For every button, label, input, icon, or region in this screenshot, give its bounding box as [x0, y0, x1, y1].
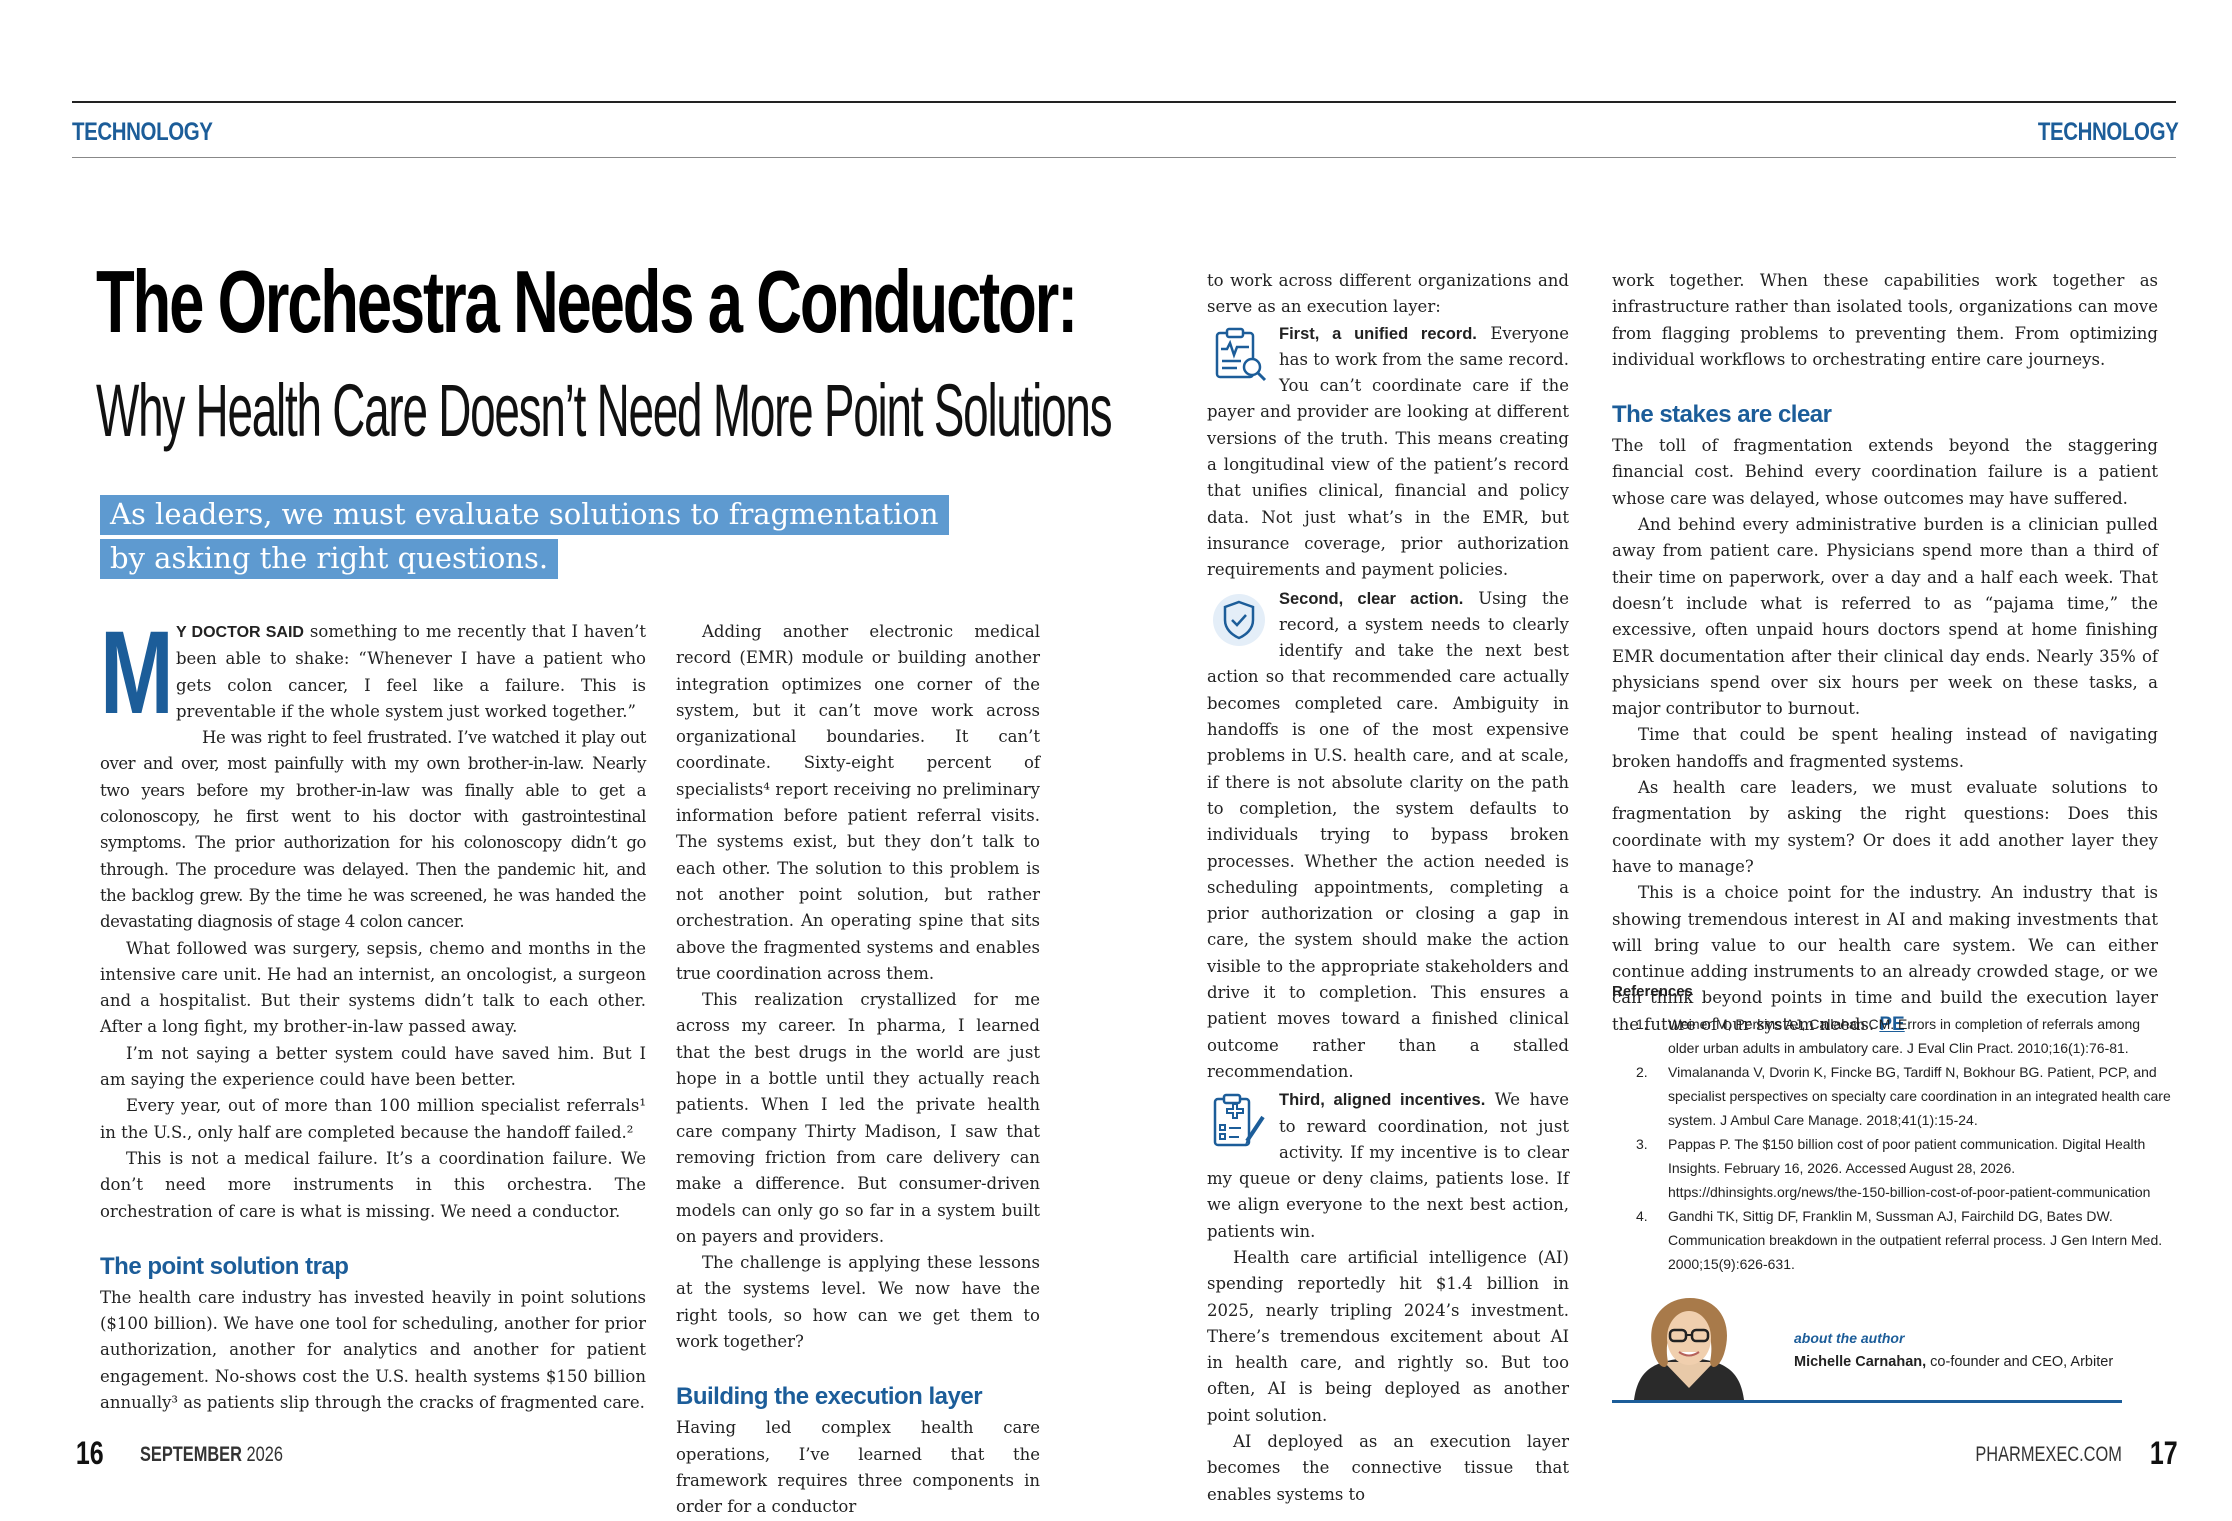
reference-text: Gandhi TK, Sittig DF, Franklin M, Sussma… [1668, 1208, 2163, 1272]
col1-paragraph-5: Every year, out of more than 100 million… [100, 1096, 646, 1142]
col4-paragraph-0: work together. When these capabilities w… [1612, 271, 2158, 369]
col4-paragraph-1: The toll of fragmentation extends beyond… [1612, 436, 2158, 508]
reference-text: Vimalananda V, Dvorin K, Fincke BG, Tard… [1668, 1064, 2171, 1128]
clipboard-search-icon [1207, 323, 1271, 387]
drop-cap: M [100, 607, 174, 739]
col4-paragraph-5: This is a choice point for the industry.… [1612, 880, 2158, 1038]
component-2-text: Using the record, a system needs to clea… [1207, 588, 1569, 1081]
references: References 1. Weiner M, Perkins AJ, Calla… [1612, 980, 2172, 1276]
col4-p5-text: This is a choice point for the industry.… [1612, 883, 2158, 1034]
column-1: M Y DOCTOR SAID something to me recently… [100, 607, 646, 1416]
col1-paragraph-7: The health care industry has invested he… [100, 1287, 646, 1413]
col3-paragraph-1: Health care artificial intelligence (AI)… [1207, 1247, 1569, 1425]
heading-point-solution-trap: The point solution trap [100, 1252, 349, 1280]
reference-item: 2. Vimalananda V, Dvorin K, Fincke BG, Ta… [1612, 1060, 2172, 1132]
heading-building-execution-layer: Building the execution layer [676, 1383, 983, 1411]
reference-number: 4. [1636, 1208, 1648, 1224]
article-subtitle: Why Health Care Doesn’t Need More Point … [96, 369, 1113, 452]
reference-number: 3. [1636, 1136, 1648, 1152]
issue-year: 2026 [241, 1443, 283, 1466]
heading-stakes-are-clear: The stakes are clear [1612, 401, 1832, 429]
header-bottom-rule [72, 157, 2176, 158]
col1-p1-text: something to me recently that I haven’t … [176, 622, 646, 721]
col1-paragraph-6: This is not a medical failure. It’s a co… [100, 1148, 646, 1221]
col4-paragraph-2: And behind every administrative burden i… [1612, 515, 2158, 719]
reference-text: Weiner M, Perkins AJ, Callahan CM. Error… [1668, 1016, 2141, 1056]
references-list: 1. Weiner M, Perkins AJ, Callahan CM. Err… [1612, 1012, 2172, 1276]
component-3-text: We have to reward coordination, not just… [1207, 1090, 1569, 1241]
issue-date: SEPTEMBER 2026 [140, 1443, 283, 1467]
component-3-lead: Third, aligned incentives. [1279, 1091, 1486, 1110]
reference-number: 2. [1636, 1064, 1648, 1080]
col3-paragraph-2: AI deployed as an execution layer become… [1207, 1432, 1569, 1504]
col1-paragraph-4: I’m not saying a better system could hav… [100, 1043, 646, 1090]
site-name: PHARMEXEC.COM [1975, 1443, 2122, 1466]
component-1-text: Everyone has to work from the same recor… [1207, 323, 1569, 580]
top-rule [72, 101, 2176, 103]
author-photo [1614, 1292, 1764, 1400]
column-3: to work across different organizations a… [1207, 268, 1569, 1508]
reference-number: 1. [1636, 1016, 1648, 1032]
col1-paragraph-3: What followed was surgery, sepsis, chemo… [100, 938, 646, 1037]
author-role: co-founder and CEO, Arbiter [1926, 1354, 2114, 1370]
issue-month: SEPTEMBER [140, 1443, 242, 1466]
reference-item: 3. Pappas P. The $150 billion cost of poo… [1612, 1132, 2172, 1204]
checklist-pen-icon [1207, 1089, 1271, 1153]
reference-item: 4. Gandhi TK, Sittig DF, Franklin M, Suss… [1612, 1204, 2172, 1276]
col3-component-2: Second, clear action. Using the record, … [1207, 586, 1569, 1086]
author-name-bold: Michelle Carnahan, [1794, 1354, 1927, 1370]
col3-component-3: Third, aligned incentives. We have to re… [1207, 1087, 1569, 1245]
col2-paragraph-1: Adding another electronic medical record… [676, 622, 1040, 983]
author-underline [1612, 1400, 2122, 1403]
reference-item: 1. Weiner M, Perkins AJ, Callahan CM. Err… [1612, 1012, 2172, 1060]
reference-text: Pappas P. The $150 billion cost of poor … [1668, 1136, 2151, 1200]
col3-paragraph-0: to work across different organizations a… [1207, 271, 1569, 317]
component-2-lead: Second, clear action. [1279, 589, 1464, 608]
col2-paragraph-3: The challenge is applying these lessons … [676, 1253, 1040, 1352]
article-title: The Orchestra Needs a Conductor: [96, 252, 1078, 351]
deck-text: As leaders, we must evaluate solutions t… [100, 495, 949, 579]
col2-paragraph-2: This realization crystallized for me acr… [676, 990, 1040, 1246]
column-2: Adding another electronic medical record… [676, 619, 1040, 1521]
section-tag-left: TECHNOLOGY [72, 118, 213, 146]
references-heading: References [1612, 983, 1693, 1000]
lead-in: Y DOCTOR SAID [176, 624, 304, 641]
col2-paragraph-4: Having led complex health care operation… [676, 1418, 1040, 1517]
about-author-label: about the author [1794, 1330, 1905, 1346]
col1-paragraph-2: He was right to feel frustrated. I’ve wa… [100, 728, 646, 932]
section-tag-right: TECHNOLOGY [2037, 118, 2178, 146]
col4-paragraph-3: Time that could be spent healing instead… [1612, 725, 2158, 771]
component-1-lead: First, a unified record. [1279, 324, 1477, 343]
col4-paragraph-4: As health care leaders, we must evaluate… [1612, 778, 2158, 876]
shield-check-icon [1207, 588, 1271, 652]
article-deck: As leaders, we must evaluate solutions t… [100, 492, 980, 580]
end-mark: PE [1879, 1013, 1905, 1035]
author-name: Michelle Carnahan, co-founder and CEO, A… [1794, 1354, 2113, 1370]
column-4: work together. When these capabilities w… [1612, 268, 2158, 1038]
page-number-left: 16 [75, 1435, 104, 1471]
page-number-right: 17 [2150, 1435, 2178, 1471]
col1-paragraph-1: Y DOCTOR SAID something to me recently t… [100, 619, 646, 725]
col3-component-1: First, a unified record. Everyone has to… [1207, 321, 1569, 584]
